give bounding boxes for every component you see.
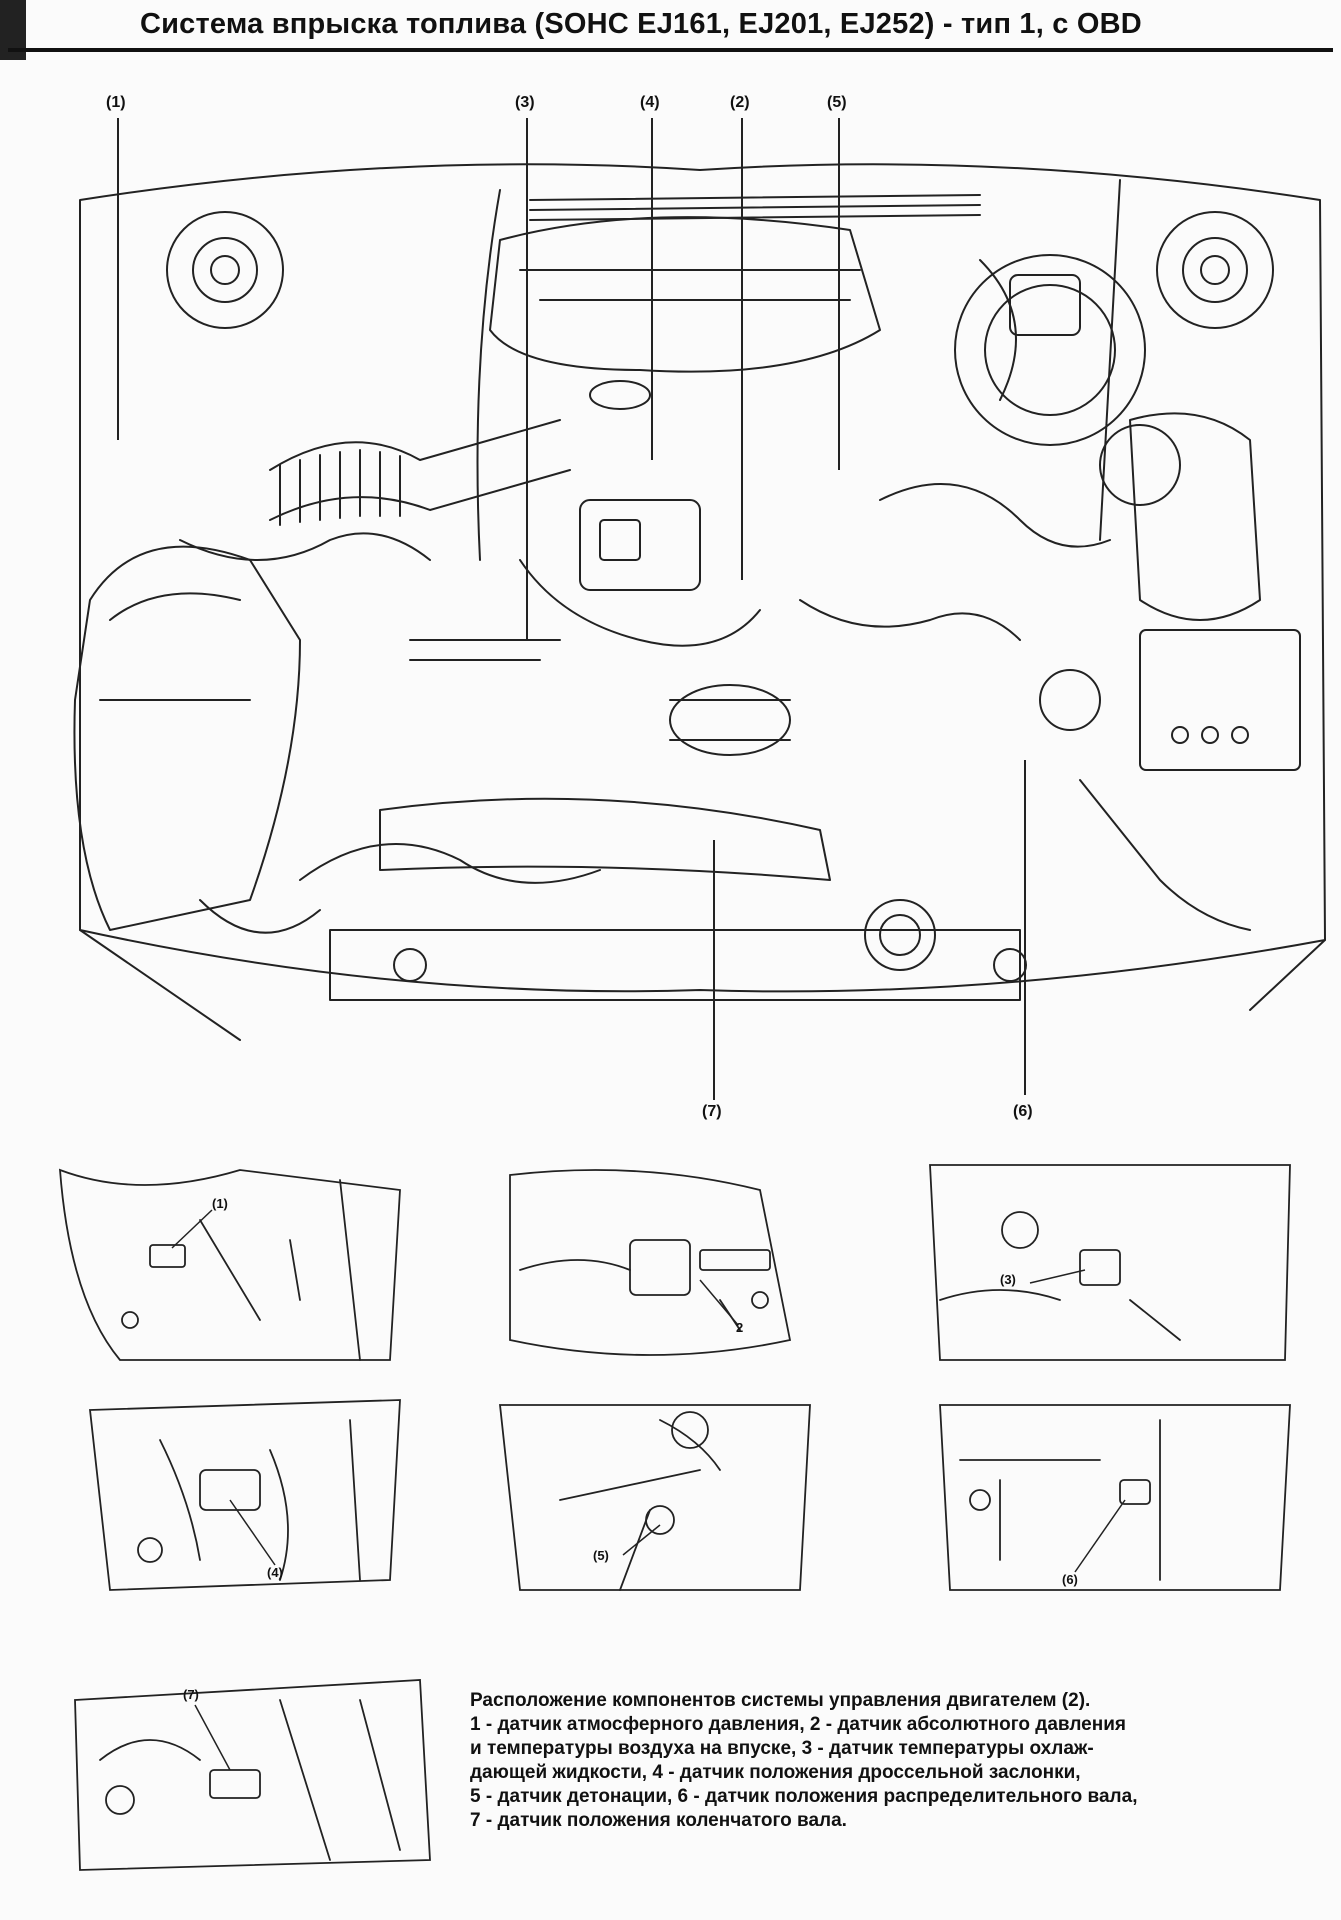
hose-4 — [979, 259, 1017, 401]
caption-line: дающей жидкости, 4 - датчик положения др… — [470, 1762, 1081, 1783]
detail-panel-4 — [88, 1399, 401, 1591]
detail-panel-2 — [509, 1169, 792, 1356]
detail-callout-2: 2 — [736, 1320, 744, 1335]
title-rule — [8, 48, 1333, 52]
air-intake-duct — [269, 419, 571, 521]
detail-callout-4: (4) — [267, 1565, 283, 1580]
hose-3 — [299, 843, 601, 884]
callout-7: (7) — [702, 1103, 722, 1120]
caption-line: и температуры воздуха на впуске, 3 - дат… — [470, 1738, 1094, 1759]
detail-panel-6 — [939, 1404, 1291, 1591]
detail-callout-3: (3) — [1000, 1272, 1016, 1287]
detail-callout-7: (7) — [183, 1687, 199, 1702]
oil-filler-cap — [1039, 669, 1101, 731]
callout-1: (1) — [106, 94, 126, 111]
strut-tower-right — [1156, 211, 1274, 329]
fuel-lines — [529, 194, 981, 221]
radiator-cap — [864, 899, 936, 971]
alternator — [669, 684, 791, 756]
caption-heading: Расположение компонентов системы управле… — [470, 1690, 1091, 1711]
caption-line: 1 - датчик атмосферного давления, 2 - да… — [470, 1714, 1126, 1735]
battery — [1139, 629, 1301, 771]
figure-caption: Расположение компонентов системы управле… — [470, 1689, 1318, 1833]
hose-1 — [179, 532, 431, 561]
detail-callout-1: (1) — [212, 1196, 228, 1211]
detail-panel-7 — [74, 1679, 431, 1871]
callout-3: (3) — [515, 94, 535, 111]
callout-2: (2) — [730, 94, 750, 111]
radiator-support — [329, 929, 1021, 1001]
callout-6: (6) — [1013, 1103, 1033, 1120]
detail-panel-3 — [929, 1164, 1291, 1361]
hose-2 — [879, 483, 1111, 548]
callout-4: (4) — [640, 94, 660, 111]
fluid-reservoir — [1129, 412, 1261, 621]
throttle-body — [579, 499, 701, 591]
valve-cover — [379, 797, 831, 881]
detail-callout-6: (6) — [1062, 1572, 1078, 1587]
detail-callout-5: (5) — [593, 1548, 609, 1563]
detail-panel-1 — [58, 1168, 401, 1361]
fender-left — [79, 929, 241, 1041]
page-title: Система впрыска топлива (SOHC EJ161, EJ2… — [140, 8, 1142, 40]
brake-booster — [954, 254, 1146, 446]
caption-line: 5 - датчик детонации, 6 - датчик положен… — [470, 1786, 1138, 1807]
fender-right — [1249, 939, 1326, 1011]
callout-5: (5) — [827, 94, 847, 111]
hose-6 — [199, 899, 321, 934]
air-filter-box — [73, 545, 301, 931]
strut-tower-left — [166, 211, 284, 329]
intake-plenum — [489, 216, 881, 373]
caption-line: 7 - датчик положения коленчатого вала. — [470, 1810, 847, 1831]
detail-panel-5 — [498, 1404, 811, 1591]
hose-5 — [1079, 779, 1251, 931]
